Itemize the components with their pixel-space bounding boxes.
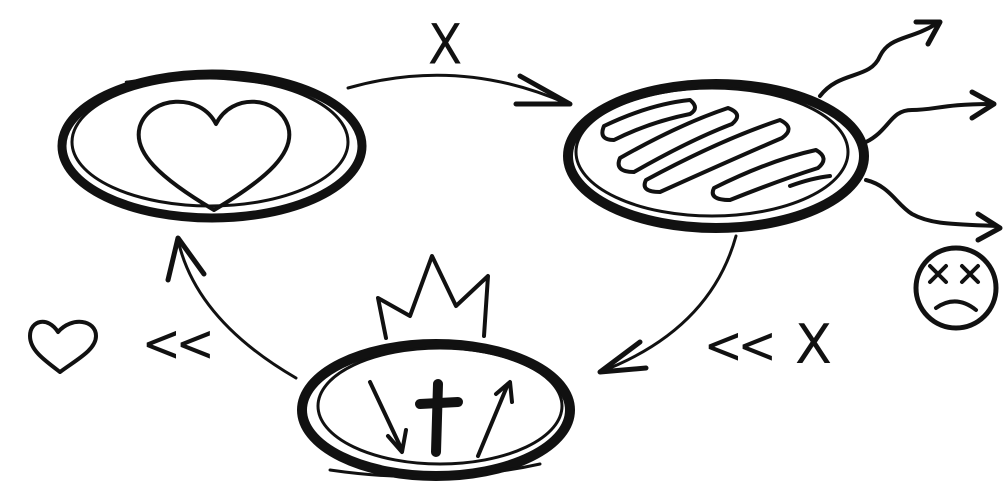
cross-vertical bbox=[436, 384, 438, 452]
cross-icon bbox=[420, 384, 458, 452]
heart-node-ellipse bbox=[62, 74, 362, 218]
crown-icon bbox=[378, 256, 488, 338]
wavy-arrow-1 bbox=[820, 24, 936, 96]
down-arrow-shaft bbox=[370, 382, 402, 450]
mitochondrion-ellipse bbox=[568, 84, 864, 228]
arrow-right-head bbox=[600, 342, 646, 372]
dead-face-right-eye bbox=[962, 266, 978, 282]
bottom-right-x-label: X bbox=[795, 318, 832, 372]
up-arrow-shaft bbox=[478, 384, 508, 456]
arrow-top-shaft bbox=[348, 75, 568, 104]
heart-node bbox=[62, 74, 362, 218]
wavy-arrow-2 bbox=[866, 104, 990, 142]
cross-horizontal bbox=[420, 402, 458, 404]
dead-face-circle bbox=[916, 248, 996, 328]
arrow-left-head bbox=[168, 238, 204, 280]
wavy-arrow-3 bbox=[866, 180, 996, 226]
dead-face-mouth bbox=[936, 301, 976, 310]
down-arrow-icon bbox=[370, 382, 406, 452]
mitochondrion-node bbox=[568, 84, 864, 228]
cross-node bbox=[302, 344, 570, 477]
bottom-right-label: << bbox=[704, 320, 772, 372]
bottom-left-label: << bbox=[142, 318, 210, 370]
crista-4 bbox=[713, 150, 824, 200]
dead-face-icon bbox=[916, 248, 996, 328]
arrow-top-head bbox=[516, 76, 570, 104]
heart-node-ellipse-inner bbox=[72, 78, 348, 206]
up-arrow-icon bbox=[478, 382, 512, 456]
heart-icon bbox=[139, 102, 290, 210]
small-heart-icon bbox=[30, 322, 96, 372]
arrow-heart-to-mitochondrion bbox=[348, 75, 570, 104]
mitochondrion-icon bbox=[602, 100, 830, 200]
wavy-arrows bbox=[820, 22, 1000, 240]
top-arrow-label: X bbox=[428, 18, 462, 73]
crista-5 bbox=[790, 176, 830, 186]
dead-face-left-eye bbox=[930, 266, 946, 282]
